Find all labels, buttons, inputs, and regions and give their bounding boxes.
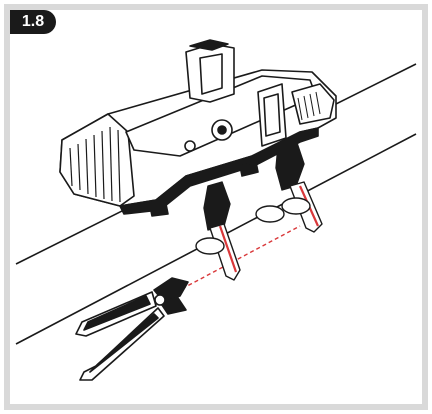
bracket-screw [184, 140, 196, 152]
bracket-post-top [189, 39, 229, 51]
pliers-jaw-bottom [159, 297, 187, 315]
strap-left-buckle [203, 181, 231, 231]
pliers-grip-top [83, 295, 151, 331]
strap-left-tail [209, 223, 241, 281]
mount-bracket [59, 39, 337, 217]
bracket-right-teeth [297, 91, 321, 121]
bracket-left-cap [59, 113, 135, 207]
pliers-pivot [154, 294, 166, 306]
bracket-post-slot [199, 53, 223, 95]
strap-mid-loop [255, 205, 285, 223]
bracket-ribs [69, 126, 121, 203]
pliers-grip-bottom [89, 313, 159, 373]
bracket-knob-center [217, 125, 227, 135]
bracket-right-end [291, 83, 335, 125]
strap-right-loop [281, 197, 311, 215]
bracket-post [185, 43, 235, 103]
side-cutter-pliers [75, 277, 189, 381]
bracket-foot-left [149, 203, 169, 217]
bracket-foot-right [239, 161, 259, 177]
bracket-clamp-plate-inner [263, 93, 281, 137]
cable-tie-strap [195, 139, 323, 281]
bracket-clamp-plate [257, 83, 287, 147]
cut-guide-line [175, 225, 301, 293]
strap-left-loop [195, 237, 225, 255]
step-number-badge: 1.8 [10, 10, 56, 34]
strap-left-red [218, 225, 238, 273]
